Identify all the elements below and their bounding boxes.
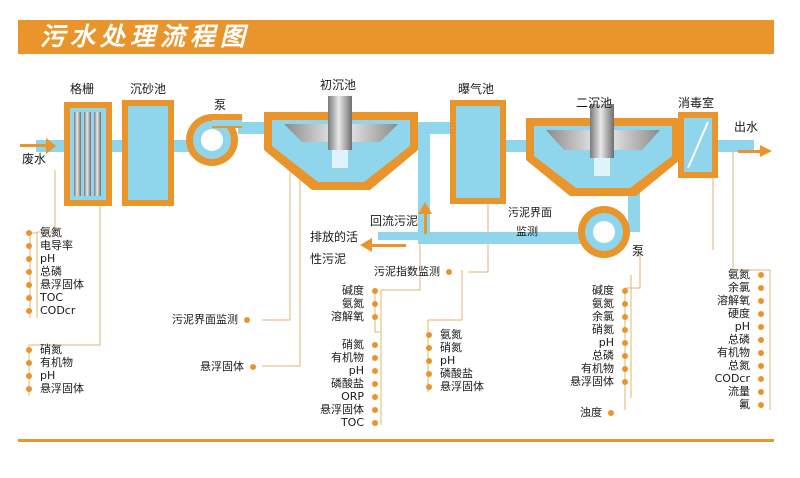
primary-clarifier xyxy=(264,96,418,190)
monitor-item: CODcr xyxy=(26,304,84,317)
inlet-arrow xyxy=(46,138,56,154)
label-waste-sludge-1: 排放的活 xyxy=(310,230,359,244)
pump-1 xyxy=(186,114,242,166)
monitor-item: 余氯 xyxy=(715,281,765,294)
monitor-item: 悬浮固体 xyxy=(26,382,84,395)
monitor-list-aeration-a: 碱度氨氮溶解氧 xyxy=(331,284,378,323)
label-inlet: 废水 xyxy=(22,152,47,166)
monitor-item: 悬浮固体 xyxy=(320,403,378,416)
label-outlet: 出水 xyxy=(734,120,759,134)
monitor-item: 流量 xyxy=(715,385,765,398)
monitor-item: 余氯 xyxy=(570,310,628,323)
label-grille: 格栅 xyxy=(70,82,95,96)
disinfection-chamber xyxy=(678,112,718,178)
monitor-item: ORP xyxy=(320,390,378,403)
bottom-rule xyxy=(18,439,774,442)
monitor-item: 碱度 xyxy=(570,284,628,297)
monitor-item: 悬浮固体 xyxy=(26,278,84,291)
pump-2 xyxy=(578,206,630,258)
label-pump-1: 泵 xyxy=(214,98,227,112)
monitor-item: 硝氮 xyxy=(26,343,84,356)
monitor-item: 溶解氧 xyxy=(715,294,765,307)
monitor-item: pH xyxy=(26,369,84,382)
return-sludge-arrow xyxy=(418,202,432,214)
monitor-item: 硝氮 xyxy=(570,323,628,336)
monitor-item: 硝氮 xyxy=(426,341,484,354)
monitor-lines xyxy=(28,150,771,425)
monitor-item: 有机物 xyxy=(570,362,628,375)
title-bar: 污水处理流程图 xyxy=(18,20,774,54)
monitor-item: 氨氮 xyxy=(426,328,484,341)
waste-sludge-arrow xyxy=(360,238,372,252)
label-return-sludge: 回流污泥 xyxy=(370,214,419,228)
monitor-item: TOC xyxy=(320,416,378,429)
monitor-item: 碱度 xyxy=(331,284,378,297)
monitor-item: 磷酸盐 xyxy=(426,367,484,380)
monitor-item: 硝氮 xyxy=(320,338,378,351)
secondary-clarifier xyxy=(526,104,680,196)
label-sludge-interface: 污泥界面 xyxy=(508,206,552,219)
monitor-item: TOC xyxy=(26,291,84,304)
monitor-item: 总磷 xyxy=(715,333,765,346)
monitor-item: 总氮 xyxy=(715,359,765,372)
grit-chamber xyxy=(122,100,174,206)
monitor-primary-interface: 污泥界面监测 xyxy=(172,313,250,327)
monitor-item: 氨氮 xyxy=(331,297,378,310)
monitor-item: 氨氮 xyxy=(715,268,765,281)
monitor-item: 总磷 xyxy=(26,265,84,278)
label-pump-2: 泵 xyxy=(632,244,645,258)
monitor-item: 悬浮固体 xyxy=(426,380,484,393)
label-grit: 沉砂池 xyxy=(130,82,167,96)
monitor-item: pH xyxy=(320,364,378,377)
monitor-item: 悬浮固体 xyxy=(570,375,628,388)
monitor-item: 总磷 xyxy=(570,349,628,362)
label-disinfection: 消毒室 xyxy=(678,96,715,110)
monitor-item: 氨氮 xyxy=(26,226,84,239)
grille-unit xyxy=(64,102,112,206)
outlet-arrow xyxy=(760,145,772,157)
diagram-title: 污水处理流程图 xyxy=(40,22,251,51)
monitor-item: 电导率 xyxy=(26,239,84,252)
monitor-item: pH xyxy=(426,354,484,367)
monitor-item: 溶解氧 xyxy=(331,310,378,323)
monitor-item: 有机物 xyxy=(26,356,84,369)
monitor-primary-ss: 悬浮固体 xyxy=(200,360,256,374)
label-primary: 初沉池 xyxy=(320,78,357,92)
monitor-item: 硬度 xyxy=(715,307,765,320)
label-waste-sludge-2: 性污泥 xyxy=(310,252,347,266)
monitor-item: 氨氮 xyxy=(570,297,628,310)
monitor-item: 磷酸盐 xyxy=(320,377,378,390)
monitor-item: pH xyxy=(570,336,628,349)
label-aeration: 曝气池 xyxy=(458,82,495,96)
monitor-sludge-index: 污泥指数监测 xyxy=(374,265,452,279)
monitor-item: CODcr xyxy=(715,372,765,385)
monitor-turbidity: 浊度 xyxy=(580,406,614,420)
monitor-item: 有机物 xyxy=(320,351,378,364)
monitor-item: pH xyxy=(26,252,84,265)
monitor-item: 有机物 xyxy=(715,346,765,359)
label-secondary: 二沉池 xyxy=(576,96,613,110)
label-monitor: 监测 xyxy=(516,225,538,238)
monitor-item: 氟 xyxy=(715,398,765,411)
aeration-tank xyxy=(450,100,506,204)
monitor-item: pH xyxy=(715,320,765,333)
